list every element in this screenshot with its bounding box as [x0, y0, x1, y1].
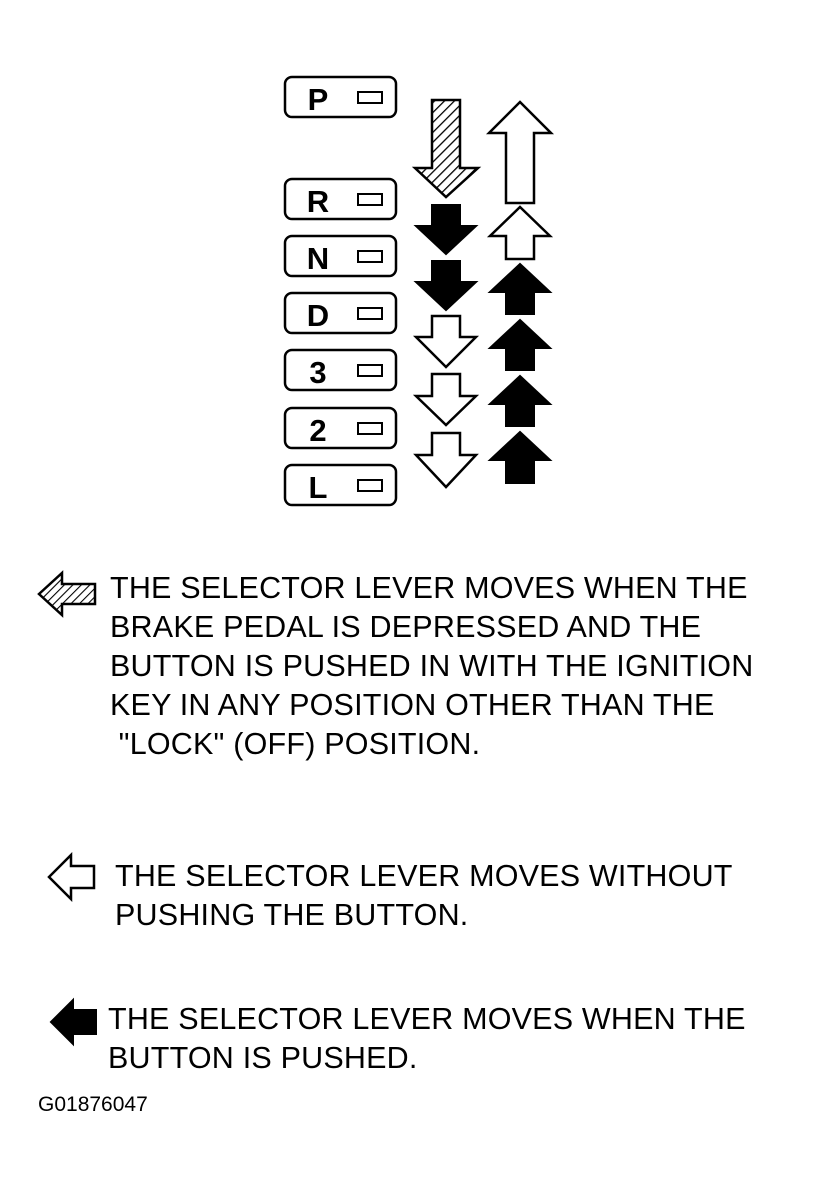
outline-up-arrow-n-to-r	[486, 205, 554, 261]
legend-hatched-text: THE SELECTOR LEVER MOVES WHEN THE BRAKE …	[110, 569, 753, 764]
solid-down-arrow-r-to-n	[413, 204, 479, 256]
solid-up-arrow-2-to-3	[487, 374, 553, 427]
gear-label-l: L	[309, 470, 328, 505]
hatched-arrow-icon	[37, 570, 97, 618]
legend-line: BRAKE PEDAL IS DEPRESSED AND THE	[110, 610, 702, 644]
legend-line: THE SELECTOR LEVER MOVES WHEN THE	[108, 1002, 746, 1036]
legend-line: THE SELECTOR LEVER MOVES WHEN THE	[110, 571, 748, 605]
gear-plate-l: L	[283, 463, 398, 507]
figure-code: G01876047	[38, 1093, 148, 1116]
gear-plate-3: 3	[283, 348, 398, 392]
outline-down-arrow-3-to-2	[412, 372, 480, 427]
solid-arrow-icon	[49, 997, 97, 1047]
legend-line: PUSHING THE BUTTON.	[115, 898, 469, 932]
legend-solid-text: THE SELECTOR LEVER MOVES WHEN THE BUTTON…	[108, 1000, 746, 1078]
gear-label-p: P	[308, 82, 329, 117]
gear-plate-n: N	[283, 234, 398, 278]
gear-plate-2: 2	[283, 406, 398, 450]
gear-plate-d: D	[283, 291, 398, 335]
legend-line: KEY IN ANY POSITION OTHER THAN THE	[110, 688, 715, 722]
solid-up-arrow-3-to-d	[487, 318, 553, 371]
gear-plate-p: P	[283, 75, 398, 119]
gear-plate-r: R	[283, 177, 398, 221]
outline-arrow-icon	[47, 852, 96, 902]
solid-down-arrow-n-to-d	[413, 260, 479, 312]
outline-up-arrow-r-to-p	[485, 100, 555, 205]
gear-label-3: 3	[309, 355, 326, 390]
gear-label-2: 2	[309, 413, 326, 448]
legend-line: THE SELECTOR LEVER MOVES WITHOUT	[115, 859, 733, 893]
outline-down-arrow-2-to-l	[413, 431, 479, 489]
legend-line: BUTTON IS PUSHED.	[108, 1041, 418, 1075]
gear-label-n: N	[307, 241, 329, 276]
legend-line: "LOCK" (OFF) POSITION.	[110, 727, 481, 761]
legend-outline-text: THE SELECTOR LEVER MOVES WITHOUT PUSHING…	[115, 857, 733, 935]
gear-label-d: D	[307, 298, 329, 333]
outline-down-arrow-d-to-3	[412, 314, 480, 369]
shift-pattern-diagram: P R N D 3 2 L	[283, 75, 555, 507]
solid-up-arrow-d-to-n	[487, 262, 553, 315]
gear-label-r: R	[307, 184, 329, 219]
hatched-down-arrow-p-to-r	[411, 98, 482, 199]
solid-up-arrow-l-to-2	[487, 430, 553, 484]
legend-line: BUTTON IS PUSHED IN WITH THE IGNITION	[110, 649, 754, 683]
